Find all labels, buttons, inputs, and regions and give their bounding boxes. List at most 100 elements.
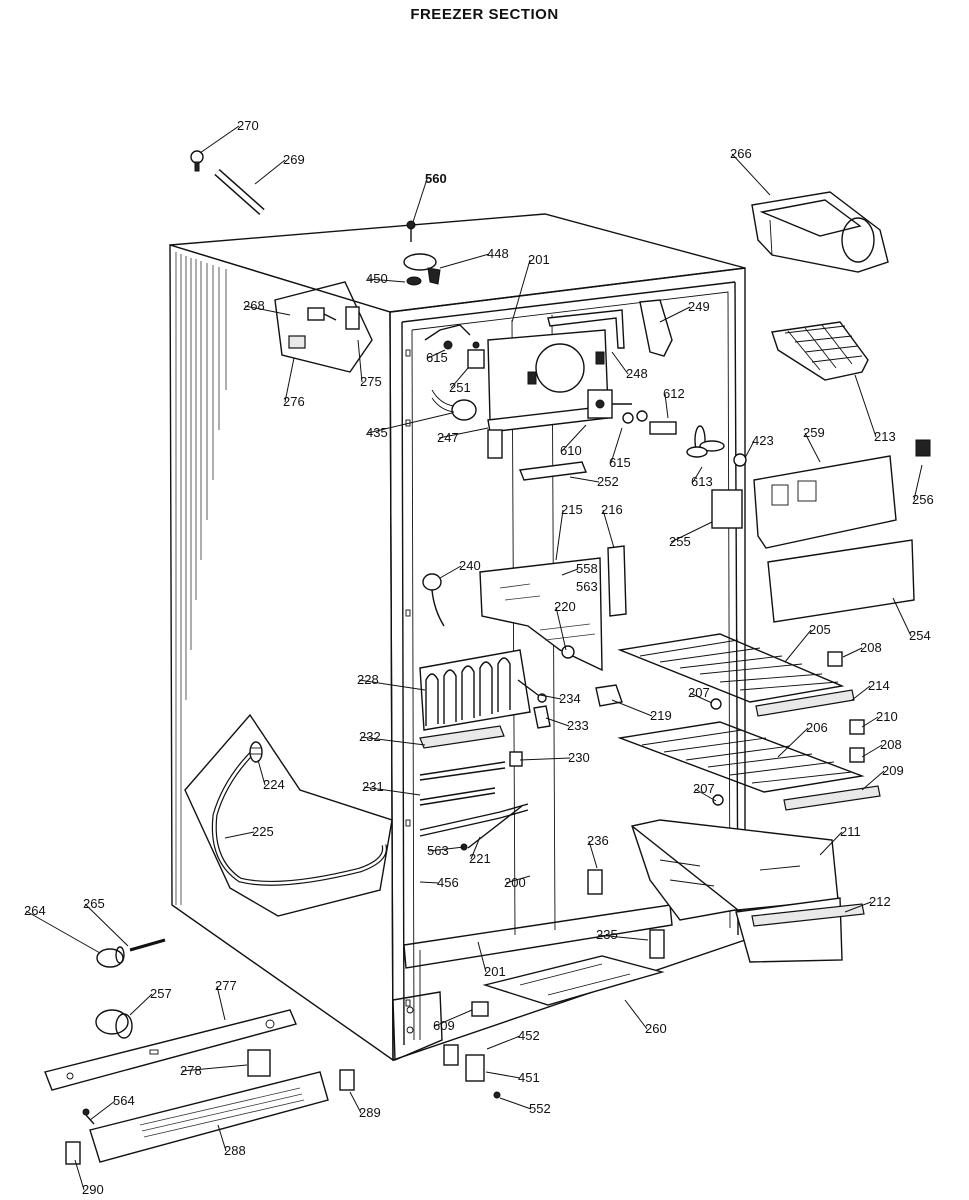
part-205-wire-shelf — [617, 633, 845, 703]
part-label-423: 423 — [752, 433, 774, 448]
part-label-200: 200 — [504, 875, 526, 890]
leader-line-240 — [439, 565, 462, 579]
part-label-257: 257 — [150, 986, 172, 1001]
leader-line-452 — [486, 1035, 521, 1050]
leader-line-219 — [611, 699, 653, 717]
leader-line-560 — [412, 178, 428, 223]
part-label-220: 220 — [554, 599, 576, 614]
leader-line-236 — [588, 840, 598, 869]
part-423-bulb — [733, 453, 747, 467]
leader-line-266 — [731, 153, 771, 196]
part-233-bracket — [533, 705, 551, 729]
leader-line-563b — [428, 846, 465, 852]
part-277-base-rail — [44, 1009, 297, 1091]
part-label-214: 214 — [868, 678, 890, 693]
part-label-216: 216 — [601, 502, 623, 517]
leader-line-225 — [224, 831, 255, 839]
part-265-axle — [129, 938, 166, 952]
leader-line-290 — [74, 1159, 85, 1191]
leader-line-552 — [499, 1097, 532, 1110]
part-label-615a: 615 — [426, 350, 448, 365]
part-label-207b: 207 — [693, 781, 715, 796]
part-290-cap — [65, 1141, 81, 1165]
part-235-hinge — [649, 929, 665, 959]
part-label-564: 564 — [113, 1093, 135, 1108]
part-552-screw — [493, 1091, 501, 1099]
part-208-bracket-lower — [849, 747, 865, 763]
part-225-drain-tube-detail — [184, 713, 393, 917]
part-252-drain-trough — [519, 461, 587, 481]
part-435-thermostat-bulb — [431, 389, 477, 421]
part-label-211: 211 — [840, 824, 861, 839]
leader-line-558 — [561, 568, 579, 576]
part-label-563a: 563 — [576, 579, 598, 594]
part-276-clip — [288, 335, 306, 349]
part-label-266: 266 — [730, 146, 752, 161]
leader-line-265 — [84, 903, 129, 947]
leader-line-615a — [427, 349, 446, 359]
leader-line-448 — [439, 253, 490, 269]
part-224-spring — [249, 741, 263, 763]
leader-line-609 — [434, 1009, 473, 1027]
part-206-wire-shelf — [617, 721, 865, 793]
part-230-clip — [509, 751, 523, 767]
part-236-hinge — [587, 869, 603, 895]
control-panel-recess — [274, 281, 373, 373]
part-label-560: 560 — [425, 171, 447, 186]
part-label-201b: 201 — [484, 964, 506, 979]
part-label-276: 276 — [283, 394, 305, 409]
part-label-265: 265 — [83, 896, 105, 911]
part-label-240: 240 — [459, 558, 481, 573]
part-210-bracket — [849, 719, 865, 735]
part-289-clip — [339, 1069, 355, 1091]
part-214-shelf-trim — [755, 689, 855, 717]
leader-line-276 — [284, 357, 295, 403]
leader-line-268 — [244, 305, 291, 316]
part-209-shelf-trim — [783, 785, 881, 811]
leader-line-450 — [367, 278, 406, 283]
part-label-249: 249 — [688, 299, 710, 314]
part-label-205: 205 — [809, 622, 831, 637]
part-label-610: 610 — [560, 443, 582, 458]
part-260-drip-tray — [482, 955, 665, 1006]
part-212-basket-trim — [751, 903, 865, 927]
part-label-563b: 563 — [427, 843, 449, 858]
part-label-232: 232 — [359, 729, 381, 744]
part-254-shelf-front — [767, 539, 915, 623]
part-231-heater-tube — [419, 761, 506, 806]
leader-line-207b — [694, 788, 717, 802]
leader-line-247 — [438, 427, 489, 439]
part-452-plate — [443, 1044, 459, 1066]
part-label-228: 228 — [357, 672, 379, 687]
part-255-label — [711, 489, 743, 529]
page-title: FREEZER SECTION — [410, 6, 559, 23]
part-564-screw — [82, 1108, 95, 1125]
part-label-451: 451 — [518, 1070, 540, 1085]
leader-line-212 — [844, 901, 872, 913]
part-275-switch — [345, 306, 360, 330]
leader-line-613 — [692, 466, 703, 483]
part-232-drain-pan — [419, 725, 505, 749]
leader-line-206 — [777, 727, 809, 758]
part-label-448: 448 — [487, 246, 509, 261]
leader-line-200 — [505, 875, 531, 884]
part-268-light-switch — [307, 307, 337, 321]
part-label-277: 277 — [215, 978, 237, 993]
part-label-209: 209 — [882, 763, 904, 778]
part-251-relay — [467, 341, 485, 369]
part-label-289: 289 — [359, 1105, 381, 1120]
part-219-heater — [595, 684, 623, 707]
part-label-233: 233 — [567, 718, 589, 733]
part-label-256: 256 — [912, 492, 934, 507]
part-label-252: 252 — [597, 474, 619, 489]
leader-line-210 — [861, 716, 879, 728]
part-266-ice-bucket — [751, 191, 889, 273]
leader-line-259 — [804, 432, 821, 463]
part-612-bracket — [649, 421, 677, 435]
part-label-255: 255 — [669, 534, 691, 549]
part-249-bracket — [639, 299, 673, 357]
leader-line-232 — [360, 736, 426, 746]
leader-line-260 — [624, 999, 648, 1030]
part-228-evaporator — [419, 649, 543, 731]
